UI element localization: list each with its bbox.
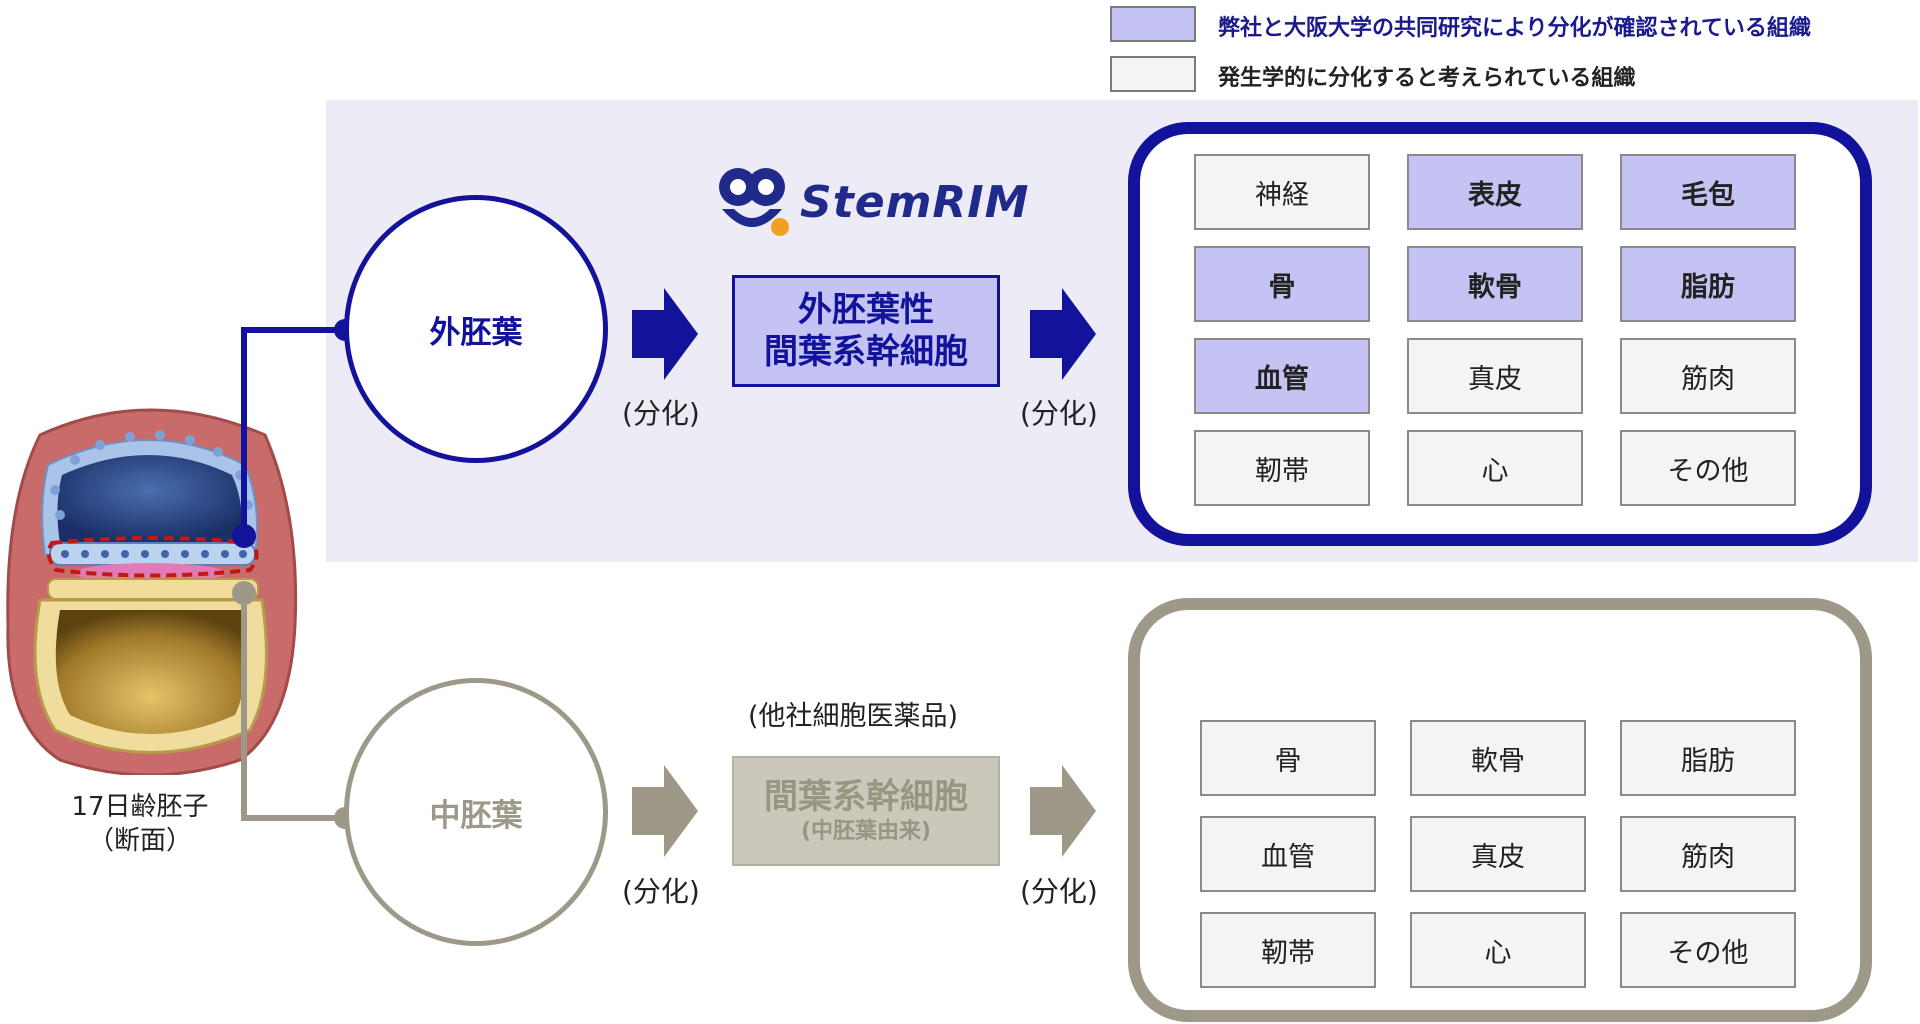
tissue-tile-ectoderm: 脂肪	[1620, 246, 1796, 322]
tissue-tile-ectoderm: 軟骨	[1407, 246, 1583, 322]
ectoderm-differentiation-label-1: (分化)	[622, 397, 700, 430]
mesoderm-circle: 中胚葉	[344, 678, 608, 946]
mesoderm-differentiation-label-1: (分化)	[622, 875, 700, 908]
mesoderm-arrow-2	[1030, 765, 1096, 857]
stemrim-logo: StemRIM	[712, 165, 1028, 241]
tissue-tile-ectoderm: 神経	[1194, 154, 1370, 230]
tissue-tile-mesoderm: その他	[1620, 912, 1796, 988]
tissue-tile-ectoderm: 血管	[1194, 338, 1370, 414]
embryo-caption-line1: 17日齢胚子	[71, 792, 209, 822]
ectoderm-tissue-panel: 神経表皮毛包骨軟骨脂肪血管真皮筋肉靭帯心その他	[1128, 122, 1872, 546]
ectoderm-arrow-1	[632, 288, 698, 380]
meso-msc-box: 間葉系幹細胞 (中胚葉由来)	[732, 756, 1000, 866]
legend-swatch-expected	[1110, 56, 1196, 92]
ecto-msc-label-line1: 外胚葉性	[798, 290, 934, 330]
tissue-tile-ectoderm: 心	[1407, 430, 1583, 506]
tissue-tile-ectoderm: 骨	[1194, 246, 1370, 322]
tissue-tile-mesoderm: 血管	[1200, 816, 1376, 892]
embryo-caption-line2: （断面）	[87, 826, 192, 856]
meso-msc-label-line2: (中胚葉由来)	[800, 819, 932, 844]
ecto-msc-label-line2: 間葉系幹細胞	[764, 332, 968, 372]
tissue-tile-mesoderm: 心	[1410, 912, 1586, 988]
ectoderm-differentiation-label-2: (分化)	[1020, 397, 1098, 430]
stemrim-logo-text: StemRIM	[800, 177, 1030, 228]
stemrim-logo-mark	[719, 168, 789, 236]
embryo-cross-section-image	[6, 408, 298, 775]
mesoderm-origin-dot	[232, 581, 256, 605]
tissue-tile-mesoderm: 脂肪	[1620, 720, 1796, 796]
other-company-label: (他社細胞医薬品)	[748, 701, 959, 732]
tissue-tile-ectoderm: 毛包	[1620, 154, 1796, 230]
mesoderm-differentiation-label-2: (分化)	[1020, 875, 1098, 908]
tissue-tile-ectoderm: 真皮	[1407, 338, 1583, 414]
legend-swatch-confirmed	[1110, 6, 1196, 42]
tissue-tile-mesoderm: 靭帯	[1200, 912, 1376, 988]
embryo-caption: 17日齢胚子 （断面）	[60, 790, 220, 858]
meso-msc-label-line1: 間葉系幹細胞	[764, 777, 968, 817]
ectoderm-circle: 外胚葉	[344, 195, 608, 463]
tissue-tile-mesoderm: 真皮	[1410, 816, 1586, 892]
tissue-tile-ectoderm: 靭帯	[1194, 430, 1370, 506]
legend-label-expected: 発生学的に分化すると考えられている組織	[1218, 66, 1636, 91]
legend-label-confirmed: 弊社と大阪大学の共同研究により分化が確認されている組織	[1218, 16, 1811, 41]
ectoderm-label: 外胚葉	[429, 314, 523, 351]
tissue-tile-ectoderm: 表皮	[1407, 154, 1583, 230]
tissue-tile-mesoderm: 軟骨	[1410, 720, 1586, 796]
tissue-tile-mesoderm: 骨	[1200, 720, 1376, 796]
tissue-tile-ectoderm: その他	[1620, 430, 1796, 506]
mesoderm-tissue-panel: 骨軟骨脂肪血管真皮筋肉靭帯心その他	[1128, 598, 1872, 1022]
tissue-tile-mesoderm: 筋肉	[1620, 816, 1796, 892]
ectoderm-arrow-2	[1030, 288, 1096, 380]
tissue-tile-ectoderm: 筋肉	[1620, 338, 1796, 414]
mesoderm-arrow-1	[632, 765, 698, 857]
ecto-msc-box: 外胚葉性 間葉系幹細胞	[732, 275, 1000, 387]
ectoderm-origin-dot	[232, 524, 256, 548]
mesoderm-label: 中胚葉	[429, 797, 523, 834]
